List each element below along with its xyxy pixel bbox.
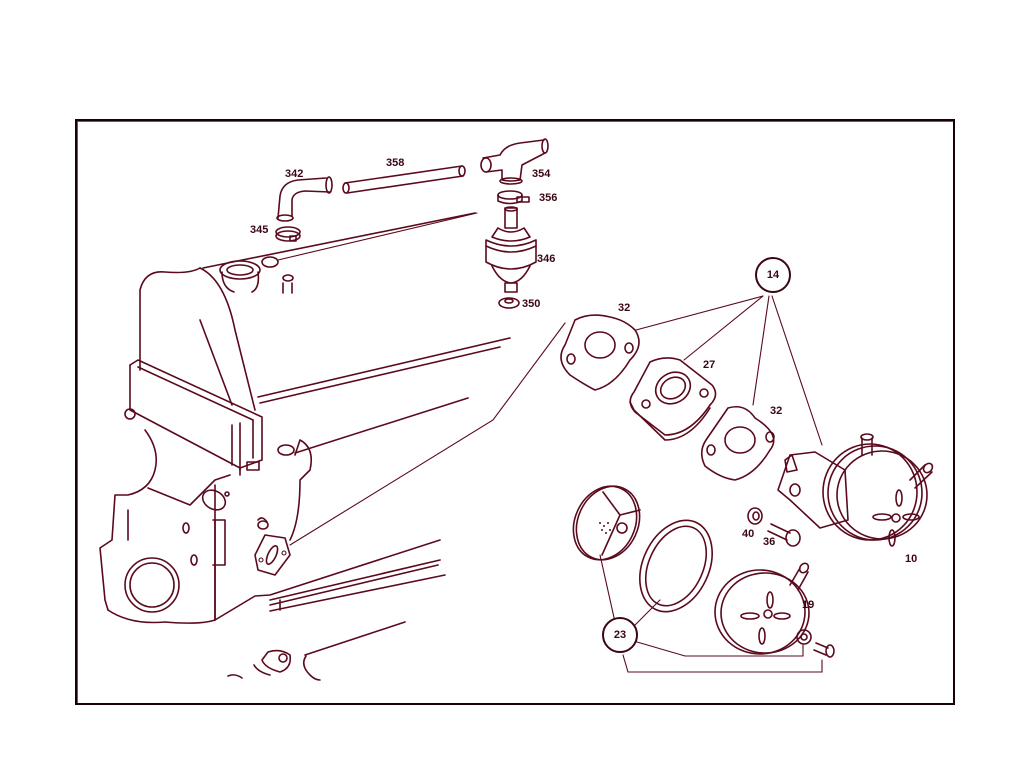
part-label-356: 356 [539, 192, 558, 204]
gasket-group [560, 314, 775, 481]
callout-23: 23 [602, 617, 638, 653]
part-label-40: 40 [742, 528, 755, 540]
part-label-342: 342 [285, 168, 304, 180]
part-label-358: 358 [386, 157, 405, 169]
part-label-10: 10 [905, 553, 918, 565]
part-label-36: 36 [763, 536, 776, 548]
callout-14-label: 14 [766, 269, 780, 281]
pump-cover-group [572, 485, 835, 673]
part-label-32-upper: 32 [618, 302, 631, 314]
part-label-345: 345 [250, 224, 269, 236]
diagram-frame [75, 119, 955, 705]
breather-hose-group [275, 138, 549, 309]
part-label-32-lower: 32 [770, 405, 783, 417]
part-label-27: 27 [703, 359, 716, 371]
part-label-346: 346 [537, 253, 556, 265]
part-label-19: 19 [802, 599, 815, 611]
part-label-354: 354 [532, 168, 551, 180]
callout-23-label: 23 [613, 629, 627, 641]
fuel-pump-group [635, 295, 934, 547]
engine-block [99, 212, 566, 681]
callout-14: 14 [755, 257, 791, 293]
part-label-350: 350 [522, 298, 541, 310]
